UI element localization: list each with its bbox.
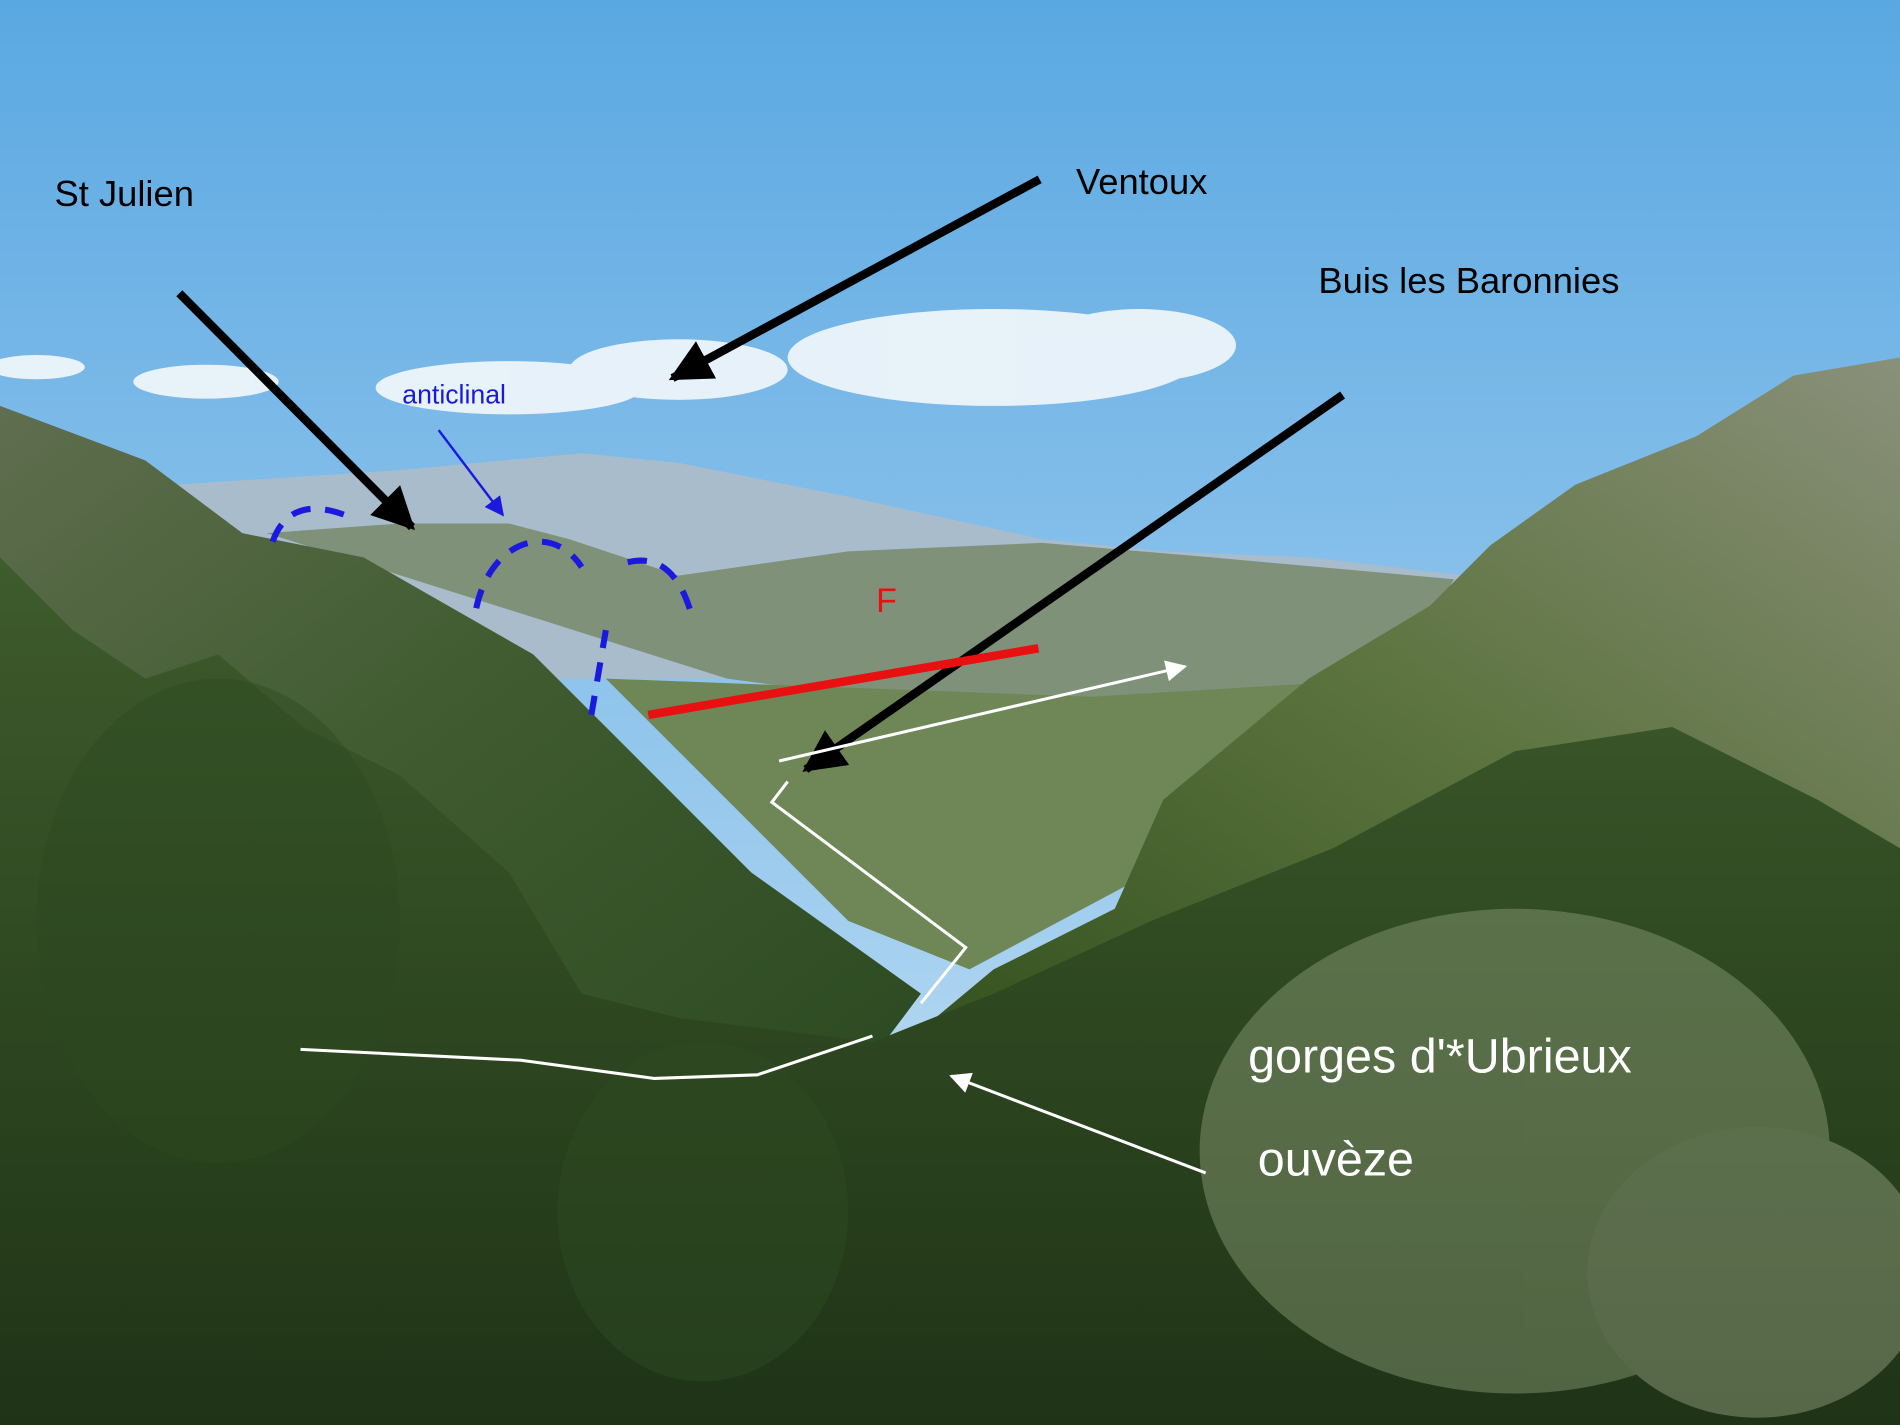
river-trace-lower — [300, 1034, 873, 1080]
foreground-trees — [0, 557, 1900, 1425]
arrow-anticlinal — [437, 429, 505, 517]
label-anticlinal: anticlinal — [402, 380, 506, 410]
label-ventoux: Ventoux — [1076, 161, 1207, 202]
label-ouveze: ouvèze — [1258, 1132, 1414, 1186]
tree-highlights — [36, 678, 1900, 1418]
label-gorges: gorges d'*Ubrieux — [1248, 1029, 1632, 1083]
arrow-st-julien — [176, 290, 415, 531]
label-fault: F — [876, 582, 897, 620]
valley-direction-arrow — [778, 660, 1188, 763]
anticline-trace — [269, 505, 694, 716]
middle-ridge — [266, 523, 1455, 728]
fault-line — [647, 644, 1040, 720]
clouds — [0, 308, 1236, 415]
arrow-buis — [802, 391, 1346, 773]
label-st-julien: St Julien — [55, 173, 194, 214]
arrow-ventoux — [668, 175, 1042, 382]
label-buis-les-baronnies: Buis les Baronnies — [1318, 260, 1619, 301]
arrow-ouveze — [949, 1072, 1207, 1175]
river-trace-upper — [769, 780, 968, 1005]
